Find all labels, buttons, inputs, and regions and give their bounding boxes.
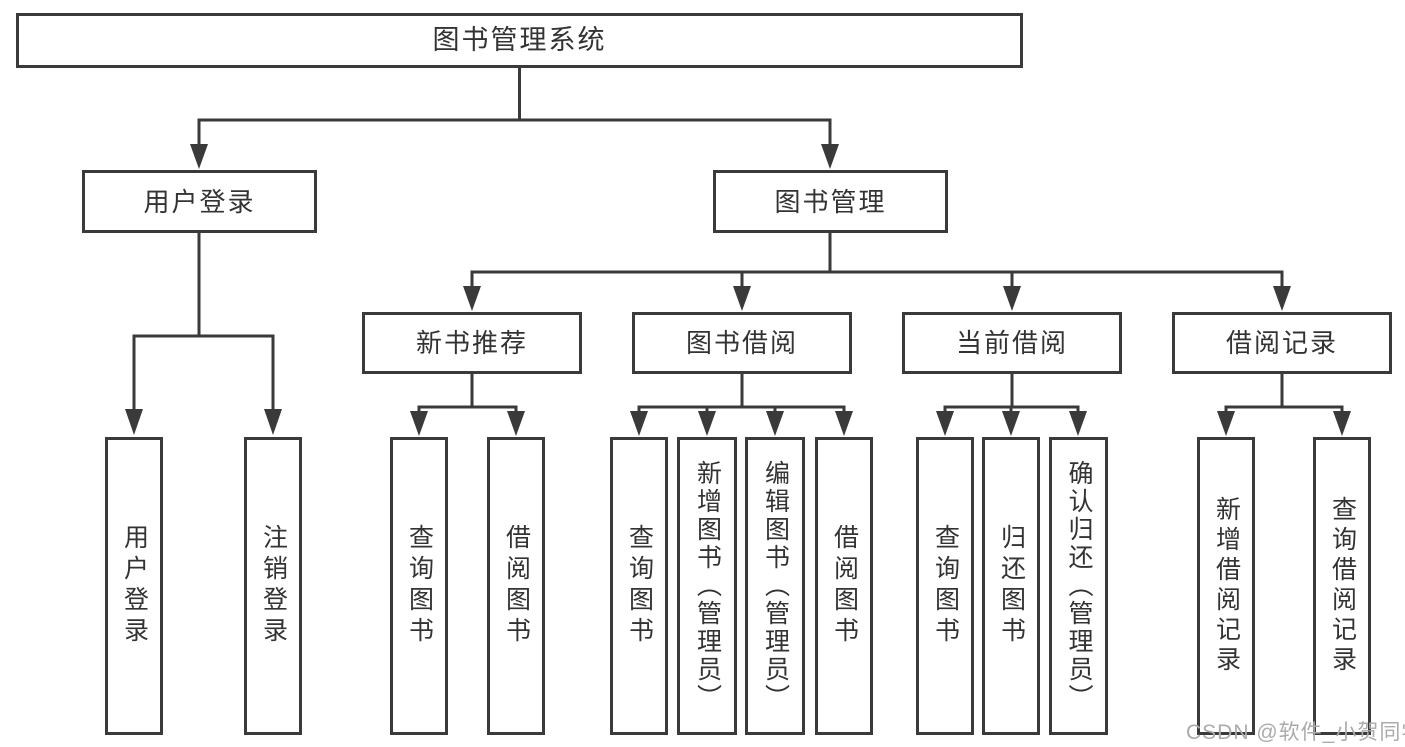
node-user-login: 用户登录: [82, 170, 317, 233]
node-current-borrow: 当前借阅: [902, 312, 1122, 374]
leaf-login-user-login: 用户登录: [105, 437, 163, 735]
leaf-borrow-borrow-books: 借阅图书: [815, 437, 873, 735]
leaf-recommend-borrow-books: 借阅图书: [487, 437, 545, 735]
leaf-borrow-query-books: 查询图书: [610, 437, 668, 735]
node-root: 图书管理系统: [16, 13, 1023, 68]
leaf-current-return-books: 归还图书: [982, 437, 1040, 735]
leaf-borrow-edit-books-admin: 编辑图书（管理员）: [745, 437, 805, 735]
connector-recommend-fork: [410, 374, 525, 436]
connector-current-fork: [936, 374, 1087, 436]
node-book-management: 图书管理: [713, 170, 948, 233]
connector-login-fork: [125, 231, 282, 435]
leaf-current-confirm-return-admin: 确认归还（管理员）: [1049, 437, 1108, 735]
watermark: CSDN @软件_小贺同学: [1186, 721, 1405, 744]
node-book-borrow: 图书借阅: [632, 312, 852, 374]
node-borrow-records: 借阅记录: [1172, 312, 1392, 374]
connector-borrow-fork: [630, 374, 853, 436]
leaf-current-query-books: 查询图书: [916, 437, 974, 735]
connector-root-fork: [190, 65, 839, 169]
connector-management-fork: [463, 231, 1291, 311]
leaf-records-add-record: 新增借阅记录: [1197, 437, 1255, 735]
leaf-recommend-query-books: 查询图书: [390, 437, 448, 735]
connector-records-fork: [1217, 374, 1351, 436]
leaf-records-query-record: 查询借阅记录: [1313, 437, 1371, 735]
node-new-book-recommend: 新书推荐: [362, 312, 582, 374]
leaf-borrow-add-books-admin: 新增图书（管理员）: [677, 437, 737, 735]
leaf-login-logout: 注销登录: [244, 437, 302, 735]
